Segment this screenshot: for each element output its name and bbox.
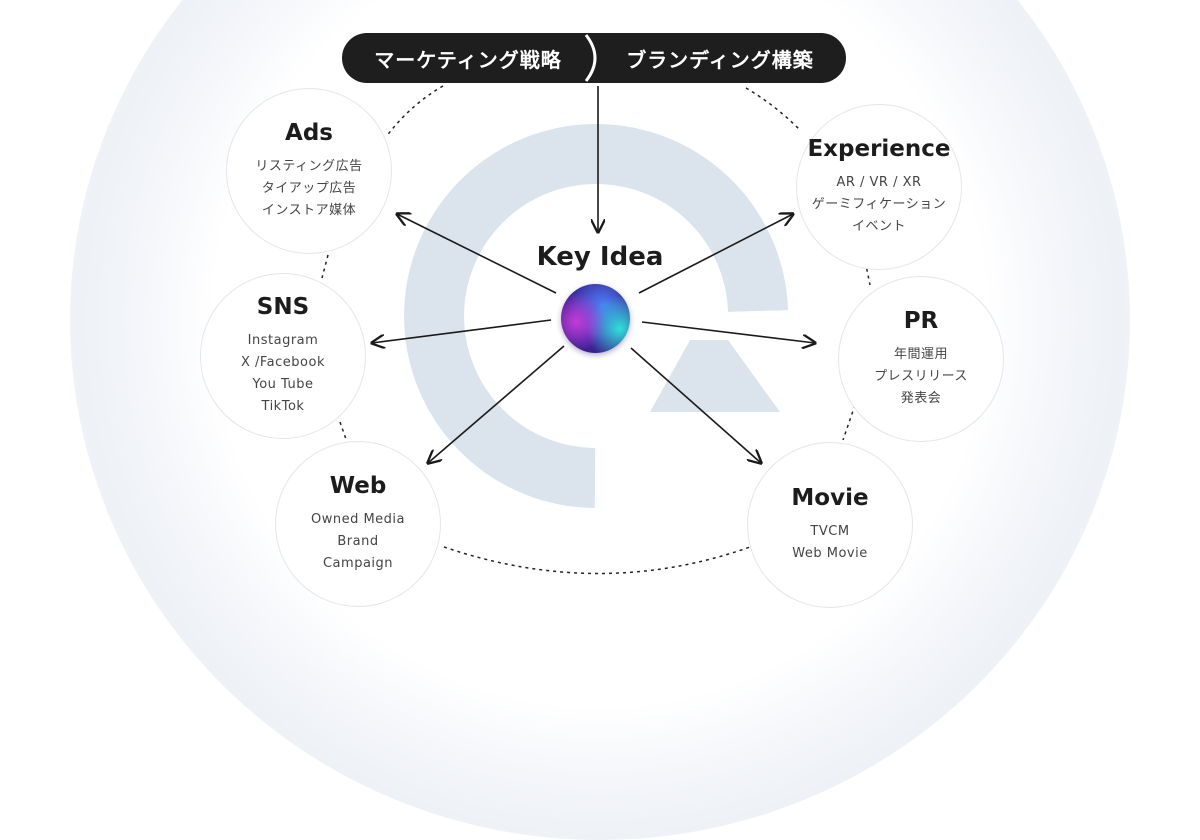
dashed-segment-ads-top bbox=[385, 85, 444, 138]
node-web-item: Owned Media bbox=[310, 512, 406, 527]
node-ads-items: リスティング広告 タイアップ広告 インストア媒体 bbox=[255, 156, 362, 222]
node-web-items: Owned Media Brand Campaign bbox=[311, 509, 405, 575]
arrow-to-pr bbox=[641, 321, 815, 343]
arrow-to-web bbox=[428, 345, 565, 463]
node-ads-item: タイアップ広告 bbox=[261, 181, 357, 196]
arrows bbox=[372, 86, 815, 463]
key-idea-orb-icon bbox=[561, 284, 630, 353]
banner-marketing: マーケティング戦略 bbox=[374, 47, 562, 72]
node-movie-item: TVCM bbox=[810, 524, 850, 539]
node-movie-title: Movie bbox=[791, 485, 869, 511]
node-ads-item: インストア媒体 bbox=[261, 203, 357, 218]
arrow-to-ads bbox=[397, 214, 557, 294]
dashed-segment-pr-movie bbox=[842, 404, 856, 441]
node-sns-item: TikTok bbox=[261, 399, 305, 414]
node-ads-item: リスティング広告 bbox=[255, 159, 363, 174]
arrow-to-experience bbox=[638, 214, 793, 294]
node-pr-title: PR bbox=[903, 308, 939, 334]
banner-divider bbox=[584, 34, 597, 82]
node-experience-title: Experience bbox=[807, 136, 951, 162]
node-sns: SNS Instagram X /Facebook You Tube TikTo… bbox=[200, 273, 366, 439]
node-movie: Movie TVCM Web Movie bbox=[747, 442, 913, 608]
node-sns-item: X /Facebook bbox=[240, 355, 325, 370]
node-pr-item: プレスリリース bbox=[874, 369, 968, 384]
node-experience: Experience AR / VR / XR ゲーミフィケーション イベント bbox=[796, 104, 962, 270]
node-pr: PR 年間運用 プレスリリース 発表会 bbox=[838, 276, 1004, 442]
node-experience-item: イベント bbox=[851, 219, 906, 234]
node-movie-item: Web Movie bbox=[792, 546, 868, 561]
node-pr-item: 発表会 bbox=[900, 391, 942, 406]
key-idea-title: Key Idea bbox=[536, 242, 664, 272]
node-ads-title: Ads bbox=[285, 120, 333, 146]
strategy-banner: マーケティング戦略 ブランディング構築 bbox=[342, 33, 846, 83]
dashed-ring bbox=[321, 85, 871, 575]
dashed-segment-sns-web bbox=[339, 421, 348, 443]
dashed-segment-ads-sns bbox=[321, 254, 329, 279]
node-web-title: Web bbox=[329, 473, 387, 499]
node-pr-item: 年間運用 bbox=[893, 347, 948, 362]
dashed-segment-experience-top bbox=[745, 87, 801, 131]
arrow-to-sns bbox=[372, 319, 552, 343]
node-experience-item: ゲーミフィケーション bbox=[811, 197, 947, 212]
node-sns-item: Instagram bbox=[247, 333, 319, 348]
node-web-item: Campaign bbox=[322, 556, 394, 571]
diagram-canvas bbox=[321, 85, 871, 575]
node-web: Web Owned Media Brand Campaign bbox=[275, 441, 441, 607]
node-sns-item: You Tube bbox=[252, 377, 314, 392]
banner-branding: ブランディング構築 bbox=[626, 47, 814, 72]
node-experience-item: AR / VR / XR bbox=[836, 175, 922, 190]
node-experience-items: AR / VR / XR ゲーミフィケーション イベント bbox=[812, 172, 946, 238]
node-ads: Ads リスティング広告 タイアップ広告 インストア媒体 bbox=[226, 88, 392, 254]
arrow-to-movie bbox=[630, 347, 761, 463]
node-movie-items: TVCM Web Movie bbox=[792, 521, 867, 565]
node-sns-title: SNS bbox=[256, 294, 310, 320]
dashed-segment-web-movie bbox=[443, 546, 751, 575]
node-pr-items: 年間運用 プレスリリース 発表会 bbox=[874, 344, 968, 410]
node-web-item: Brand bbox=[337, 534, 379, 549]
dashed-segment-experience-pr bbox=[863, 254, 871, 286]
node-sns-items: Instagram X /Facebook You Tube TikTok bbox=[241, 330, 325, 418]
